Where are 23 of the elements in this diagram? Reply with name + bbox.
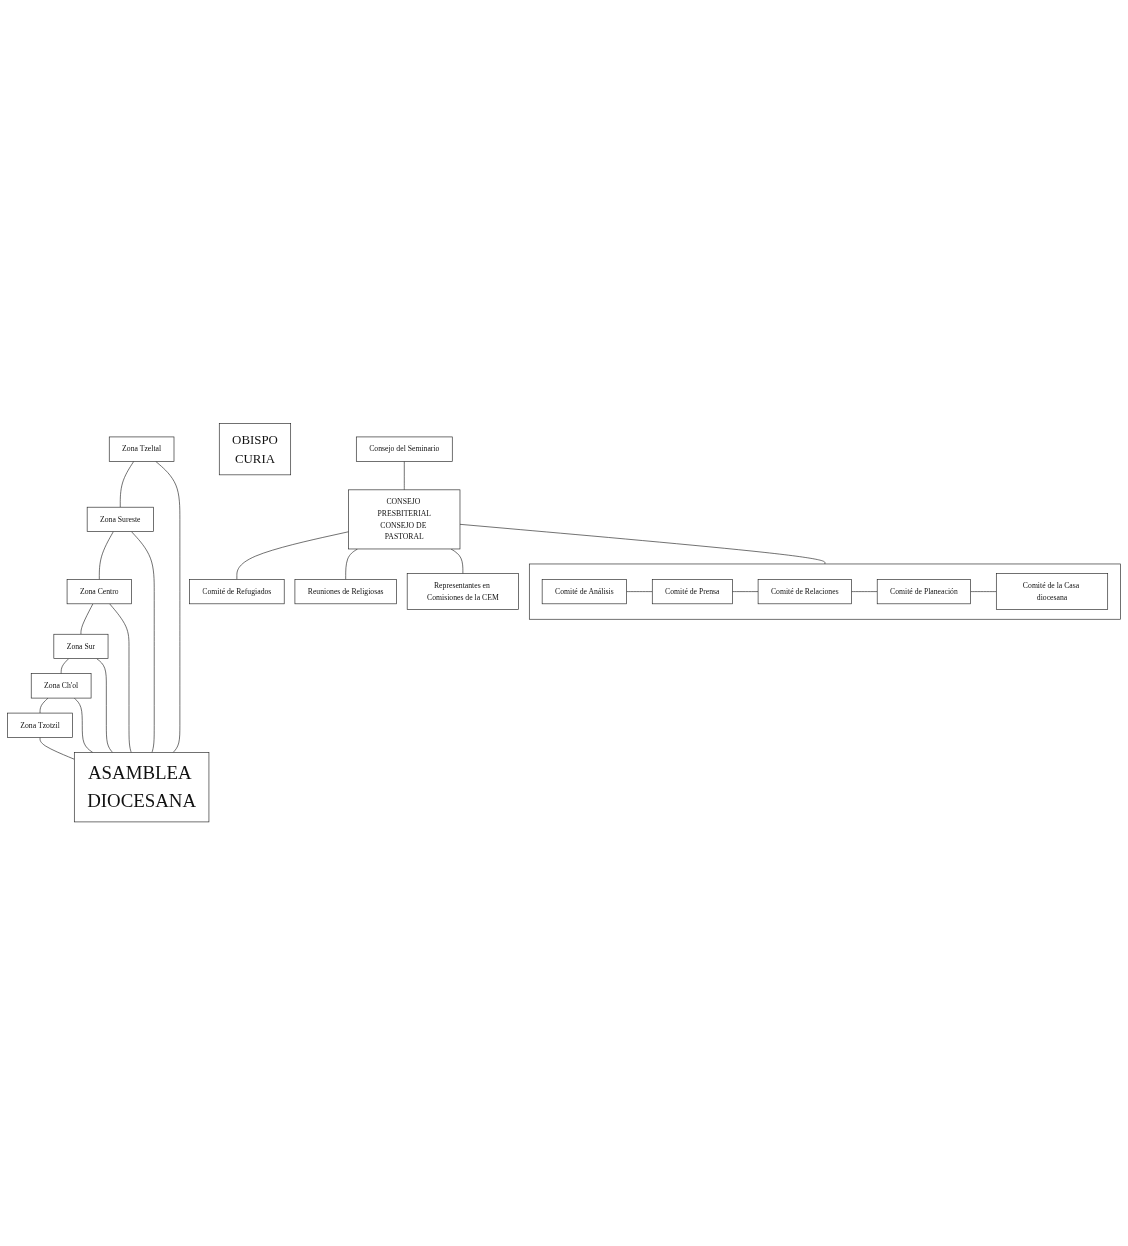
node-box: OBISPO CURIA [218, 423, 291, 476]
connector [39, 737, 75, 760]
connector [80, 603, 94, 635]
connector [970, 591, 997, 593]
connector [39, 698, 49, 714]
connector [236, 531, 349, 581]
connector [73, 698, 94, 754]
connector [626, 591, 653, 593]
connector [345, 548, 358, 581]
connector [450, 548, 464, 575]
connector [99, 531, 114, 581]
cluster [528, 563, 1121, 620]
connector [732, 591, 759, 593]
connector [851, 591, 878, 593]
connector [459, 524, 826, 565]
connector [119, 461, 135, 508]
connector [109, 603, 132, 754]
connector [155, 461, 181, 754]
node-box: ASAMBLEA DIOCESANA [74, 752, 210, 823]
connector [403, 461, 405, 491]
connector [96, 658, 113, 754]
connector [60, 658, 69, 675]
connector [131, 531, 155, 754]
